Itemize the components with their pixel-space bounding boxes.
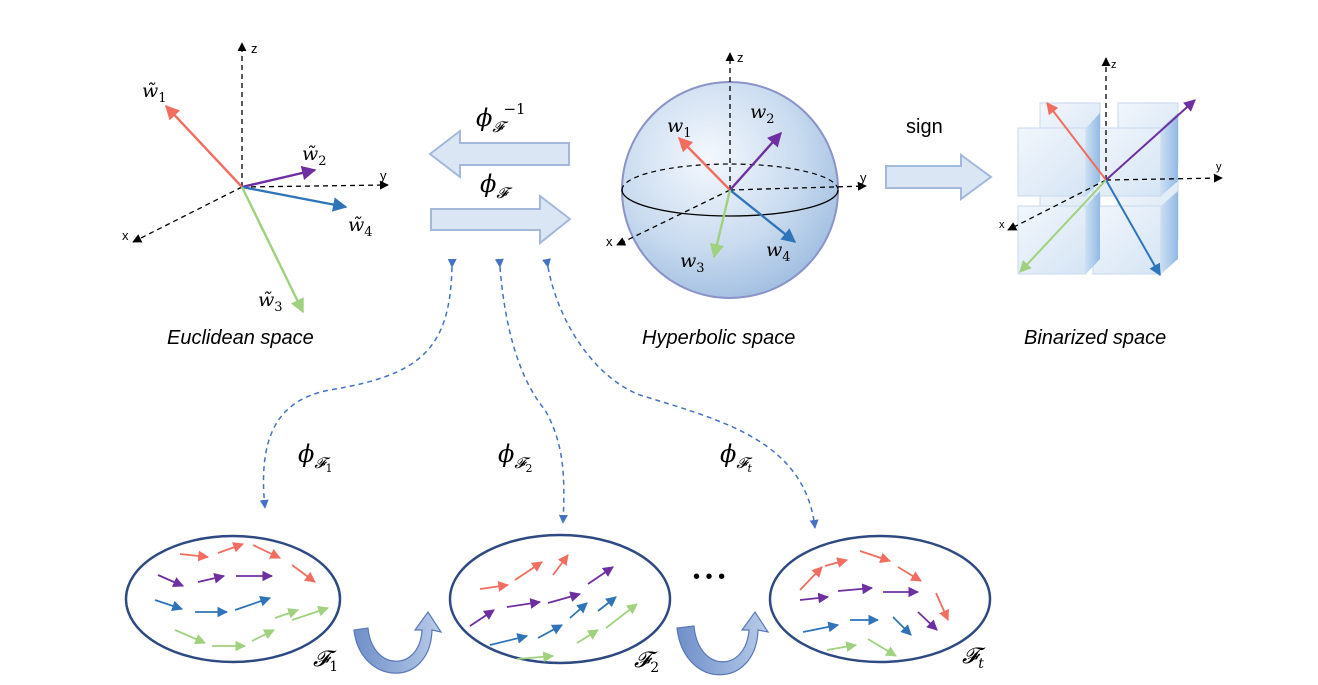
caption-binarized: Binarized space bbox=[1024, 327, 1166, 349]
task-map-label-1: ϕ𝓕1 bbox=[298, 440, 332, 475]
y-axis bbox=[241, 180, 389, 190]
x-axis bbox=[1007, 179, 1107, 231]
hyperbolic-space: z y x w1 w2 w3 w4 Hyperbolic space bbox=[606, 50, 867, 349]
x-axis-label: x bbox=[606, 234, 613, 249]
euclidean-space: z y x w̃1 w̃2 w̃4 w̃3 Euclidean space bbox=[122, 41, 389, 349]
x-axis bbox=[132, 186, 243, 243]
x-axis-label: x bbox=[122, 228, 129, 243]
caption-hyperbolic: Hyperbolic space bbox=[642, 327, 795, 349]
inverse-map-label: ϕ𝓕−1 bbox=[476, 100, 526, 136]
caption-euclidean: Euclidean space bbox=[167, 327, 314, 349]
label-w4: w̃4 bbox=[348, 214, 373, 240]
task-map-label-t: ϕ𝓕t bbox=[720, 440, 753, 475]
z-axis-label: z bbox=[251, 41, 258, 56]
y-axis-label: y bbox=[1216, 161, 1222, 173]
task-2: 𝓕2 bbox=[448, 533, 672, 676]
x-axis bbox=[616, 189, 731, 246]
vector-w2 bbox=[1105, 99, 1196, 181]
binarized-space: z y x Binarized space bbox=[999, 57, 1223, 349]
vector-w4 bbox=[729, 189, 797, 243]
task-t: 𝓕t bbox=[768, 534, 992, 672]
task-label: 𝓕t bbox=[962, 644, 986, 672]
task-label: 𝓕1 bbox=[313, 647, 338, 675]
label-w2: w2 bbox=[750, 101, 775, 127]
transition-arrow-1-2 bbox=[353, 610, 443, 674]
vector-w3 bbox=[1019, 179, 1107, 273]
label-w4: w4 bbox=[766, 239, 791, 265]
vector-w4 bbox=[1105, 179, 1161, 277]
vector-w1 bbox=[677, 136, 731, 191]
vector-w4 bbox=[241, 185, 348, 212]
sign-arrow bbox=[885, 153, 993, 201]
y-axis-label: y bbox=[380, 168, 387, 183]
ellipsis: • • • bbox=[693, 566, 725, 588]
vector-w1 bbox=[1046, 102, 1107, 181]
forward-map-label: ϕ𝓕 bbox=[480, 170, 513, 202]
inverse-map-arrow bbox=[428, 128, 570, 180]
label-w2: w̃2 bbox=[302, 143, 327, 169]
label-w3: w̃3 bbox=[258, 289, 283, 315]
y-axis bbox=[729, 181, 867, 191]
equator-front bbox=[621, 189, 839, 217]
cube-cluster bbox=[1017, 102, 1179, 275]
vector-w2 bbox=[729, 131, 782, 191]
vector-w1 bbox=[165, 104, 243, 188]
x-axis-label: x bbox=[999, 219, 1005, 231]
sign-label: sign bbox=[906, 116, 943, 138]
z-axis-label: z bbox=[1111, 59, 1117, 71]
forward-map-arrow bbox=[430, 193, 572, 246]
label-w1: w1 bbox=[667, 115, 692, 141]
connector-task-1 bbox=[259, 258, 457, 509]
y-axis bbox=[1105, 173, 1223, 183]
z-axis-label: z bbox=[737, 50, 744, 65]
task-1: 𝓕1 bbox=[124, 534, 342, 675]
task-connectors bbox=[259, 258, 819, 529]
vector-w3 bbox=[710, 189, 732, 259]
label-w1: w̃1 bbox=[142, 80, 167, 106]
task-ellipse bbox=[124, 534, 342, 664]
vector-w2 bbox=[241, 165, 317, 189]
connector-task-t bbox=[542, 258, 819, 529]
connector-task-2 bbox=[494, 258, 568, 524]
y-axis-label: y bbox=[860, 170, 867, 185]
task-label: 𝓕2 bbox=[634, 648, 659, 676]
transition-arrow-2-t bbox=[676, 610, 770, 676]
task-map-label-2: ϕ𝓕2 bbox=[498, 440, 532, 475]
